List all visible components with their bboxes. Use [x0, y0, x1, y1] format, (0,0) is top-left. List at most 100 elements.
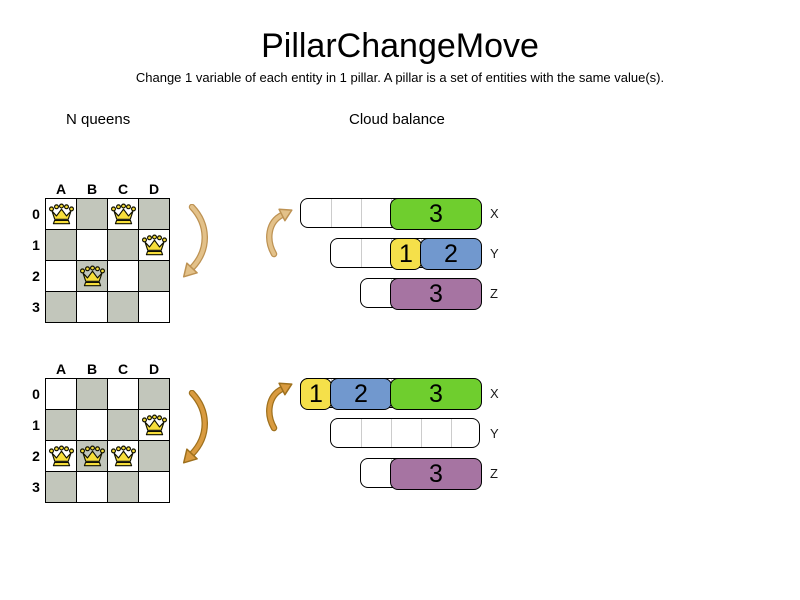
- queen-icon: [48, 445, 74, 466]
- row-label-1: 1: [32, 417, 40, 433]
- capacity-divider: [450, 419, 452, 447]
- computer-label-z-before: Z: [490, 286, 498, 301]
- square-d0: [139, 379, 169, 409]
- queen-icon: [79, 265, 105, 286]
- square-a1: [46, 410, 76, 440]
- column-labels: A B C D: [45, 361, 170, 378]
- row-labels: 0 1 2 3: [27, 378, 45, 503]
- column-label-b: B: [86, 181, 99, 197]
- square-b0: [77, 379, 107, 409]
- square-b2: [77, 261, 107, 291]
- column-label-d: D: [148, 181, 161, 197]
- computer-label-x-after: X: [490, 386, 499, 401]
- computer-bar-z-after: 3: [360, 458, 482, 490]
- computer-label-y-before: Y: [490, 246, 499, 261]
- square-b3: [77, 472, 107, 502]
- row-label-2: 2: [32, 268, 40, 284]
- square-b0: [77, 199, 107, 229]
- page-title: PillarChangeMove: [261, 27, 539, 65]
- row-label-0: 0: [32, 206, 40, 222]
- square-a1: [46, 230, 76, 260]
- square-a3: [46, 292, 76, 322]
- square-d1: [139, 230, 169, 260]
- square-c3: [108, 292, 138, 322]
- row-label-3: 3: [32, 479, 40, 495]
- capacity-divider: [360, 419, 362, 447]
- capacity-divider: [420, 419, 422, 447]
- computer-bar-x-before: 3: [300, 198, 482, 230]
- computer-bar-z-before: 3: [360, 278, 482, 310]
- computer-label-x-before: X: [490, 206, 499, 221]
- square-c2: [108, 441, 138, 471]
- square-d0: [139, 199, 169, 229]
- move-arrow-nqueens-before: [182, 204, 208, 278]
- nqueens-board-after: A B C D 0 1 2 3: [27, 361, 170, 503]
- column-label-c: C: [117, 361, 130, 377]
- chessboard-before: [45, 198, 170, 323]
- capacity-divider: [390, 419, 392, 447]
- column-label-d: D: [148, 361, 161, 377]
- queen-icon: [110, 445, 136, 466]
- square-d1: [139, 410, 169, 440]
- queen-icon: [79, 445, 105, 466]
- square-b1: [77, 230, 107, 260]
- square-d3: [139, 292, 169, 322]
- square-a2: [46, 261, 76, 291]
- capacity-divider: [330, 199, 332, 227]
- square-c3: [108, 472, 138, 502]
- move-arrow-cloud-after: [266, 382, 293, 432]
- queen-icon: [141, 234, 167, 255]
- square-b3: [77, 292, 107, 322]
- computer-label-z-after: Z: [490, 466, 498, 481]
- row-label-2: 2: [32, 448, 40, 464]
- process-block-2: 2: [420, 238, 482, 270]
- chessboard-after: [45, 378, 170, 503]
- square-c0: [108, 379, 138, 409]
- process-block-1: 1: [390, 238, 422, 270]
- column-label-a: A: [55, 361, 68, 377]
- process-block-3: 3: [390, 458, 482, 490]
- row-label-0: 0: [32, 386, 40, 402]
- square-c1: [108, 230, 138, 260]
- move-arrow-nqueens-after: [182, 390, 208, 464]
- process-block-3: 3: [390, 378, 482, 410]
- column-label-b: B: [86, 361, 99, 377]
- square-a2: [46, 441, 76, 471]
- column-label-c: C: [117, 181, 130, 197]
- section-label-nqueens: N queens: [66, 111, 131, 128]
- square-a0: [46, 379, 76, 409]
- column-label-a: A: [55, 181, 68, 197]
- square-d3: [139, 472, 169, 502]
- process-block-3: 3: [390, 198, 482, 230]
- section-label-cloudbalance: Cloud balance: [349, 111, 445, 128]
- square-d2: [139, 441, 169, 471]
- square-c0: [108, 199, 138, 229]
- move-arrow-cloud-before: [266, 208, 293, 258]
- capacity-divider: [360, 199, 362, 227]
- process-block-1: 1: [300, 378, 332, 410]
- column-labels: A B C D: [45, 181, 170, 198]
- queen-icon: [110, 203, 136, 224]
- row-label-1: 1: [32, 237, 40, 253]
- square-a3: [46, 472, 76, 502]
- queen-icon: [141, 414, 167, 435]
- queen-icon: [48, 203, 74, 224]
- square-c1: [108, 410, 138, 440]
- page-subtitle: Change 1 variable of each entity in 1 pi…: [135, 70, 665, 85]
- row-labels: 0 1 2 3: [27, 198, 45, 323]
- square-a0: [46, 199, 76, 229]
- square-b1: [77, 410, 107, 440]
- nqueens-board-before: A B C D 0 1 2 3: [27, 181, 170, 323]
- capacity-divider: [360, 239, 362, 267]
- computer-label-y-after: Y: [490, 426, 499, 441]
- square-c2: [108, 261, 138, 291]
- row-label-3: 3: [32, 299, 40, 315]
- square-d2: [139, 261, 169, 291]
- square-b2: [77, 441, 107, 471]
